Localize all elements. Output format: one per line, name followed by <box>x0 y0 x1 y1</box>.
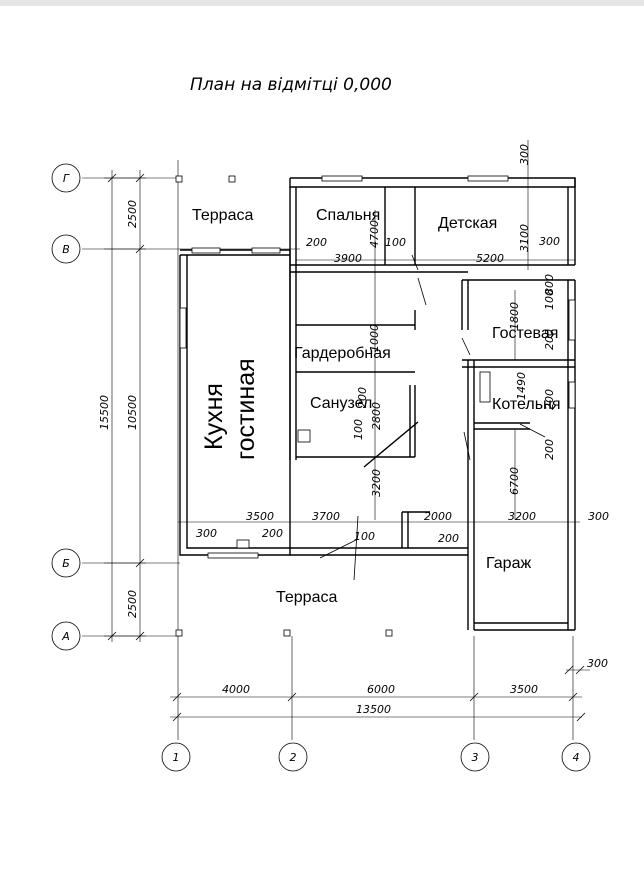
dim-13500: 13500 <box>356 703 391 716</box>
svg-text:200: 200 <box>543 439 556 460</box>
top-bar <box>0 0 644 6</box>
internal-dim-lines <box>178 140 580 523</box>
svg-text:5200: 5200 <box>476 252 504 265</box>
dim-15500: 15500 <box>98 395 111 430</box>
svg-text:800: 800 <box>543 274 556 295</box>
svg-text:3500: 3500 <box>246 510 274 523</box>
svg-text:В: В <box>62 243 70 256</box>
svg-text:1000: 1000 <box>368 324 381 352</box>
svg-text:3700: 3700 <box>312 510 340 523</box>
dim-10500: 10500 <box>126 395 139 430</box>
svg-text:100: 100 <box>543 289 556 310</box>
row-axis-b: Б <box>51 548 81 578</box>
room-terrace-top: Терраса <box>192 207 253 224</box>
svg-text:3100: 3100 <box>518 224 531 252</box>
svg-text:100: 100 <box>354 530 375 543</box>
room-bedroom: Спальня <box>316 207 380 224</box>
svg-text:200: 200 <box>262 527 283 540</box>
svg-text:1800: 1800 <box>508 302 521 330</box>
axis-grid <box>82 160 574 740</box>
svg-text:3: 3 <box>472 751 479 764</box>
svg-text:300: 300 <box>518 144 531 165</box>
walls <box>175 175 576 637</box>
dimension-labels: 300 200 3900 100 4700 3100 300 5200 100 … <box>196 144 609 545</box>
room-wardrobe: Гардеробная <box>294 345 391 362</box>
room-kitchen-line2: гостиная <box>232 358 260 460</box>
plan-title: План на відмітці 0,000 <box>190 75 392 95</box>
svg-text:4: 4 <box>573 751 580 764</box>
col-axis-3: 3 <box>460 742 490 772</box>
dim-2500-bottom: 2500 <box>126 590 139 618</box>
svg-text:200: 200 <box>306 236 327 249</box>
room-boiler: Котельня <box>492 396 561 413</box>
svg-text:4700: 4700 <box>368 220 381 248</box>
svg-text:3200: 3200 <box>508 510 536 523</box>
svg-text:3200: 3200 <box>370 469 383 497</box>
room-garage: Гараж <box>486 555 531 572</box>
room-labels: Терраса Спальня Детская Гостевая Гардеро… <box>192 207 561 606</box>
svg-text:100: 100 <box>385 236 406 249</box>
row-axis-g: Г <box>51 163 81 193</box>
svg-text:300: 300 <box>539 235 560 248</box>
bottom-dimensions: 300 4000 6000 3500 13500 <box>170 657 608 722</box>
col-axis-1: 1 <box>161 742 191 772</box>
svg-text:100: 100 <box>352 419 365 440</box>
dim-b300: 300 <box>587 657 608 670</box>
svg-text:Г: Г <box>63 172 70 185</box>
svg-text:А: А <box>61 630 70 643</box>
room-terrace-bottom: Терраса <box>276 589 337 606</box>
dim-2500-top: 2500 <box>126 200 139 228</box>
svg-text:300: 300 <box>196 527 217 540</box>
row-axis-a: А <box>51 621 81 651</box>
row-axis-v: В <box>51 234 81 264</box>
room-guest: Гостевая <box>492 325 558 342</box>
room-bathroom: Санузел <box>310 395 372 412</box>
svg-text:Б: Б <box>62 557 70 570</box>
svg-text:1: 1 <box>173 751 180 764</box>
room-kids: Детская <box>438 215 497 232</box>
svg-text:2800: 2800 <box>370 402 383 430</box>
room-kitchen-line1: Кухня <box>200 383 228 450</box>
left-dimensions: 2500 15500 10500 2500 <box>98 170 146 642</box>
svg-text:2000: 2000 <box>424 510 452 523</box>
svg-text:300: 300 <box>588 510 609 523</box>
svg-text:200: 200 <box>543 329 556 350</box>
svg-text:1490: 1490 <box>515 372 528 400</box>
svg-text:6700: 6700 <box>508 467 521 495</box>
dim-6000: 6000 <box>367 683 395 696</box>
svg-text:2: 2 <box>290 751 297 764</box>
svg-text:200: 200 <box>356 387 369 408</box>
svg-text:200: 200 <box>543 389 556 410</box>
svg-text:200: 200 <box>438 532 459 545</box>
col-axis-4: 4 <box>561 742 591 772</box>
col-axis-2: 2 <box>278 742 308 772</box>
dim-3500: 3500 <box>510 683 538 696</box>
svg-text:3900: 3900 <box>334 252 362 265</box>
dim-4000: 4000 <box>222 683 250 696</box>
